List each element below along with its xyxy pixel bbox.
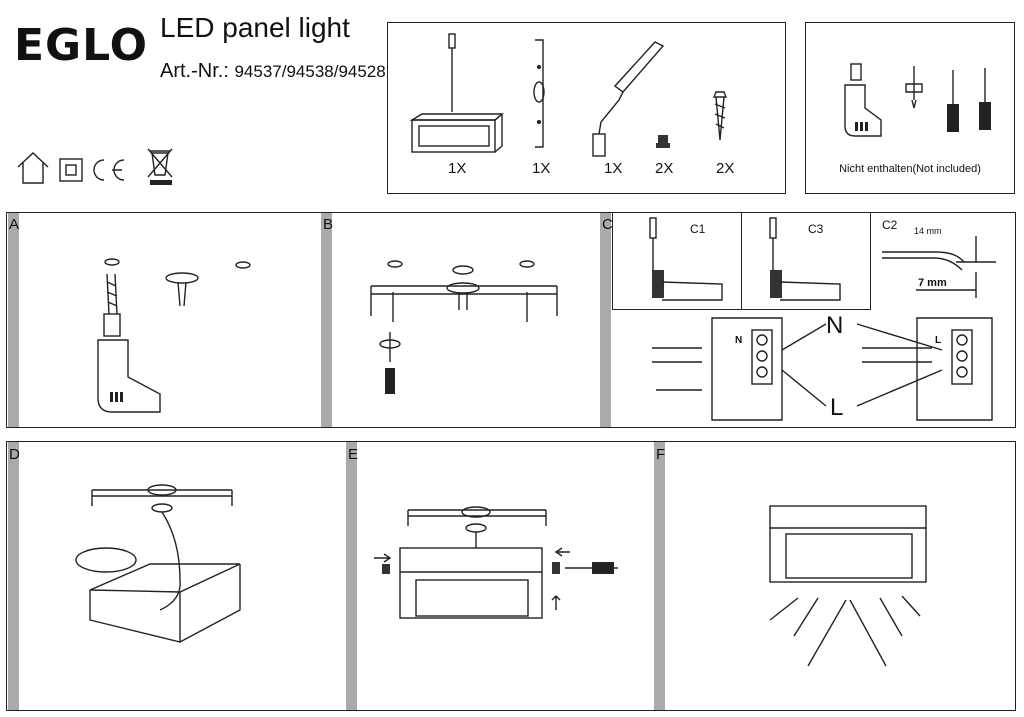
terminal-n-left: N	[735, 335, 743, 346]
step-f-drawing	[769, 505, 927, 667]
package-contents-drawings	[409, 33, 728, 157]
wood-screw-part	[712, 91, 728, 141]
strip-length-label: 14 mm	[914, 226, 942, 236]
terminal-n-right: L	[935, 335, 942, 346]
live-label: L	[830, 394, 844, 421]
step-e-drawing	[374, 506, 618, 619]
step-b-label: B	[323, 216, 334, 233]
step-c1-label: C1	[690, 222, 706, 236]
led-driver-part	[592, 41, 665, 157]
qty-panel: 1X	[448, 160, 467, 177]
screwdriver-flat-icon	[947, 70, 959, 132]
panel-c-bar	[600, 213, 611, 427]
core-length-label: 7 mm	[918, 277, 947, 289]
certification-icons	[17, 148, 173, 185]
step-c-label: C	[602, 216, 613, 233]
step-f-label: F	[656, 446, 666, 463]
steps-row-1	[6, 212, 1016, 428]
qty-bracket: 1X	[532, 160, 551, 177]
step-d-label: D	[9, 446, 20, 463]
panel-a-bar	[8, 213, 19, 427]
step-c3-label: C3	[808, 222, 824, 236]
article-number-prefix: Art.-Nr.:	[160, 60, 229, 82]
qty-wood-screw: 2X	[716, 160, 735, 177]
article-number-values: 94537/94538/94528	[234, 62, 386, 81]
brand-logo: EGLO	[14, 20, 149, 71]
mounting-bracket-part	[533, 39, 545, 148]
step-e-label: E	[348, 446, 359, 463]
sub-panel-c3	[741, 212, 871, 310]
indoor-house-icon	[17, 152, 49, 184]
panel-b-bar	[321, 213, 332, 427]
step-c-wiring-drawing	[652, 317, 993, 421]
step-c2-strip-drawing	[882, 236, 996, 298]
step-a-label: A	[9, 216, 20, 233]
step-a-drawing	[97, 258, 251, 413]
panel-e-bar	[346, 442, 357, 710]
step-d-drawing	[75, 484, 241, 643]
panel-light-part	[409, 33, 504, 153]
qty-driver: 1X	[604, 160, 623, 177]
panel-f-bar	[654, 442, 665, 710]
tools-drawings	[844, 63, 991, 137]
screwdriver-phillips-icon	[979, 68, 991, 130]
ce-mark-icon	[93, 159, 125, 181]
small-screw-part	[656, 135, 670, 148]
step-c2-label: C2	[882, 218, 898, 232]
tools-caption: Nicht enthalten(Not included)	[839, 163, 981, 175]
panel-d-bar	[8, 442, 19, 710]
tools-not-included-box	[805, 22, 1015, 194]
dowel-screw-icon	[905, 66, 923, 109]
steps-row-2	[6, 441, 1016, 711]
step-b-drawing	[370, 260, 558, 394]
protection-class-icon	[59, 158, 83, 182]
voltage-tester-icon	[844, 63, 882, 137]
article-number: Art.-Nr.: 94537/94538/94528	[160, 60, 386, 83]
weee-crossed-bin-icon	[147, 148, 173, 185]
package-contents-box	[387, 22, 786, 194]
step-c1-c3-drawing	[649, 217, 841, 301]
product-title: LED panel light	[160, 12, 350, 43]
qty-small-screw: 2X	[655, 160, 674, 177]
neutral-label: N	[826, 312, 844, 339]
